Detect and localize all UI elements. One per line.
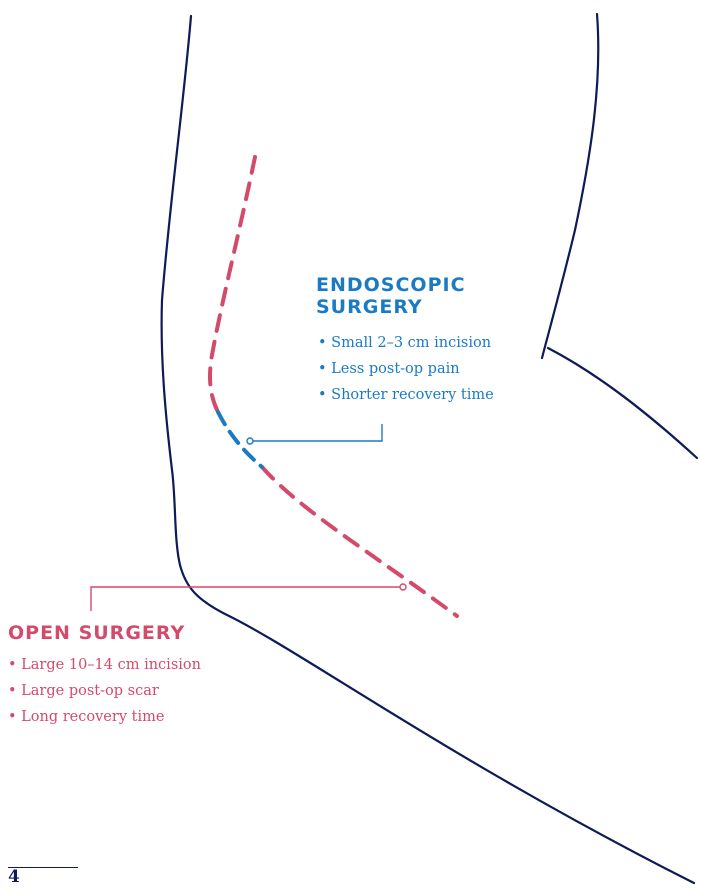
left-body-outline	[162, 16, 694, 883]
endoscopic-heading-line1: ENDOSCOPIC	[316, 274, 466, 296]
endoscopic-incision	[218, 412, 262, 467]
open-leader-line	[91, 587, 403, 611]
page-number: 4	[8, 868, 20, 886]
open-incision-upper	[210, 157, 255, 412]
endoscopic-leader-line	[250, 424, 382, 441]
list-item: • Shorter recovery time	[318, 382, 494, 408]
list-item: • Large post-op scar	[8, 678, 201, 704]
endoscopic-benefits-list: • Small 2–3 cm incision • Less post-op p…	[318, 330, 494, 408]
arm-outline	[548, 348, 697, 458]
open-marker	[400, 584, 406, 590]
endoscopic-marker	[247, 438, 253, 444]
list-item: • Small 2–3 cm incision	[318, 330, 494, 356]
open-surgery-heading: OPEN SURGERY	[8, 622, 185, 644]
endoscopic-heading-line2: SURGERY	[316, 296, 423, 318]
list-item: • Large 10–14 cm incision	[8, 652, 201, 678]
endoscopic-heading: ENDOSCOPIC SURGERY	[316, 274, 466, 318]
list-item: • Less post-op pain	[318, 356, 494, 382]
right-body-outline	[542, 14, 598, 358]
open-incision-lower	[262, 467, 457, 616]
list-item: • Long recovery time	[8, 704, 201, 730]
open-surgery-drawbacks-list: • Large 10–14 cm incision • Large post-o…	[8, 652, 201, 730]
